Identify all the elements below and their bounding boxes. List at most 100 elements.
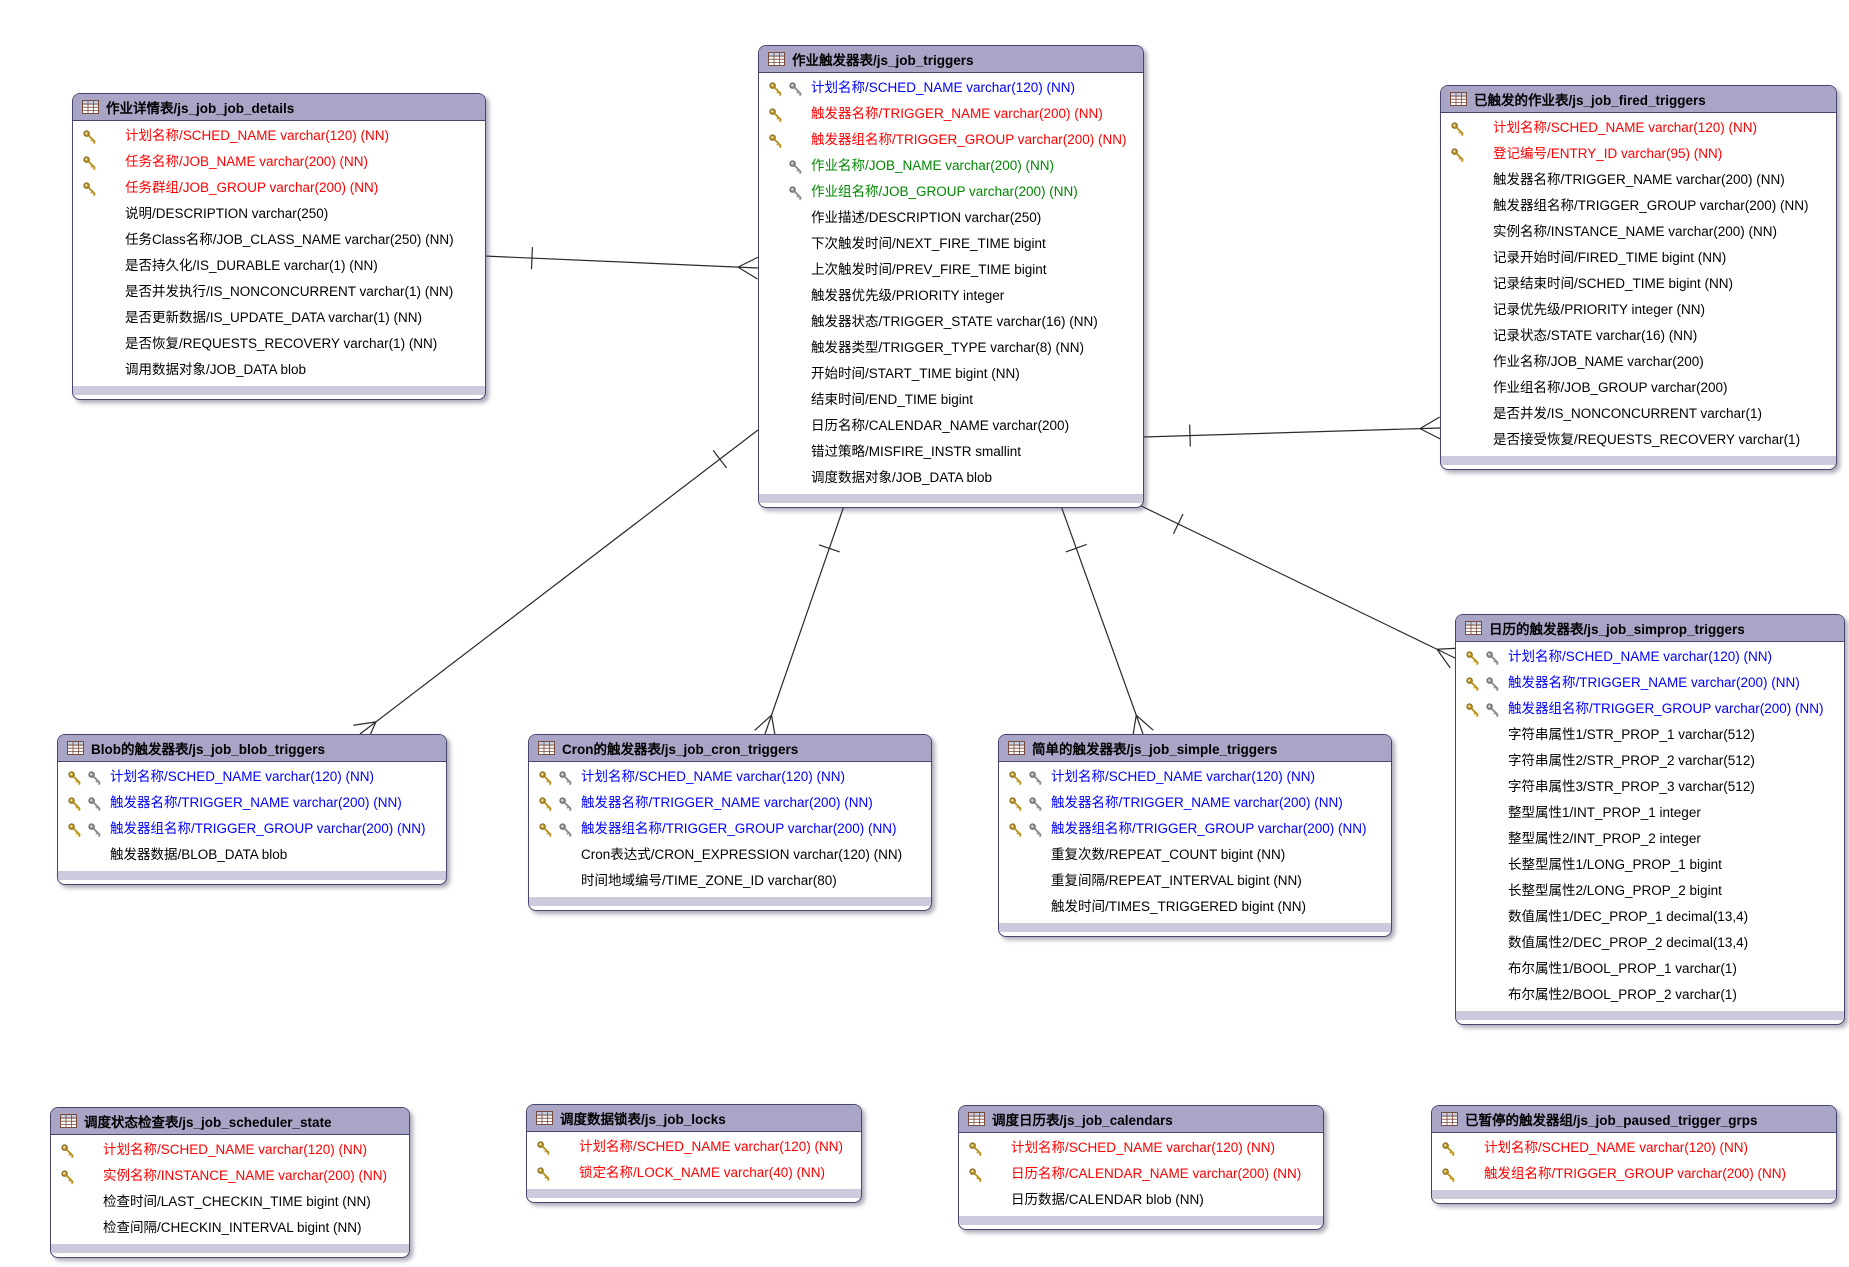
- column-row: 作业描述/DESCRIPTION varchar(250): [759, 205, 1143, 231]
- column-row: 布尔属性2/BOOL_PROP_2 varchar(1): [1456, 982, 1844, 1008]
- column-row: 日历名称/CALENDAR_NAME varchar(200) (NN): [959, 1161, 1323, 1187]
- relation-js_job_triggers-to-js_job_blob_triggers: [353, 429, 759, 743]
- table-header[interactable]: Blob的触发器表/js_job_blob_triggers: [58, 735, 446, 762]
- primary-key-icon: [1441, 1140, 1457, 1161]
- foreign-key-icon: [558, 821, 574, 842]
- table-title: 调度状态检查表/js_job_scheduler_state: [84, 1115, 332, 1130]
- foreign-key-icon: [788, 158, 804, 179]
- table-footer-strip: [1441, 456, 1836, 465]
- entity-table-js_job_simple_triggers[interactable]: 简单的触发器表/js_job_simple_triggers 计划名称/SCHED…: [998, 734, 1392, 937]
- table-header[interactable]: 简单的触发器表/js_job_simple_triggers: [999, 735, 1391, 762]
- table-columns: 计划名称/SCHED_NAME varchar(120) (NN)登记编号/EN…: [1441, 113, 1836, 453]
- column-definition: 布尔属性1/BOOL_PROP_1 varchar(1): [1508, 961, 1737, 976]
- column-row: 触发时间/TIMES_TRIGGERED bigint (NN): [999, 894, 1391, 920]
- primary-key-icon: [1008, 821, 1024, 842]
- table-header[interactable]: Cron的触发器表/js_job_cron_triggers: [529, 735, 931, 762]
- column-row: 重复次数/REPEAT_COUNT bigint (NN): [999, 842, 1391, 868]
- column-definition: 计划名称/SCHED_NAME varchar(120) (NN): [811, 80, 1076, 95]
- entity-table-js_job_simprop_triggers[interactable]: 日历的触发器表/js_job_simprop_triggers 计划名称/SCHE…: [1455, 614, 1845, 1025]
- table-footer-strip: [1432, 1190, 1836, 1199]
- table-title: 简单的触发器表/js_job_simple_triggers: [1032, 742, 1278, 757]
- column-row: 触发器组名称/TRIGGER_GROUP varchar(200) (NN): [1456, 696, 1844, 722]
- column-row: 触发器组名称/TRIGGER_GROUP varchar(200) (NN): [1441, 193, 1836, 219]
- column-definition: 作业描述/DESCRIPTION varchar(250): [811, 210, 1042, 225]
- column-row: 作业名称/JOB_NAME varchar(200) (NN): [759, 153, 1143, 179]
- entity-table-js_job_triggers[interactable]: 作业触发器表/js_job_triggers 计划名称/SCHED_NAME va…: [758, 45, 1144, 508]
- column-definition: 触发器数据/BLOB_DATA blob: [110, 847, 288, 862]
- table-columns: 计划名称/SCHED_NAME varchar(120) (NN)日历名称/CA…: [959, 1133, 1323, 1213]
- column-definition: 作业名称/JOB_NAME varchar(200): [1493, 354, 1704, 369]
- column-definition: 计划名称/SCHED_NAME varchar(120) (NN): [1051, 769, 1316, 784]
- foreign-key-icon: [1028, 821, 1044, 842]
- entity-table-js_job_locks[interactable]: 调度数据锁表/js_job_locks 计划名称/SCHED_NAME varch…: [526, 1104, 862, 1203]
- column-definition: 实例名称/INSTANCE_NAME varchar(200) (NN): [1493, 224, 1778, 239]
- column-row: 是否接受恢复/REQUESTS_RECOVERY varchar(1): [1441, 427, 1836, 453]
- foreign-key-icon: [1485, 649, 1501, 670]
- column-definition: 计划名称/SCHED_NAME varchar(120) (NN): [579, 1139, 844, 1154]
- table-header[interactable]: 调度数据锁表/js_job_locks: [527, 1105, 861, 1132]
- foreign-key-icon: [1485, 675, 1501, 696]
- column-row: 记录结束时间/SCHED_TIME bigint (NN): [1441, 271, 1836, 297]
- column-definition: 日历名称/CALENDAR_NAME varchar(200): [811, 418, 1070, 433]
- primary-key-icon: [968, 1166, 984, 1187]
- column-definition: 计划名称/SCHED_NAME varchar(120) (NN): [1508, 649, 1773, 664]
- table-icon: [67, 741, 84, 755]
- column-definition: 长整型属性2/LONG_PROP_2 bigint: [1508, 883, 1722, 898]
- table-header[interactable]: 已暂停的触发器组/js_job_paused_trigger_grps: [1432, 1106, 1836, 1133]
- foreign-key-icon: [1028, 769, 1044, 790]
- column-row: Cron表达式/CRON_EXPRESSION varchar(120) (NN…: [529, 842, 931, 868]
- table-columns: 计划名称/SCHED_NAME varchar(120) (NN)触发组名称/T…: [1432, 1133, 1836, 1187]
- column-definition: 是否持久化/IS_DURABLE varchar(1) (NN): [125, 258, 378, 273]
- table-columns: 计划名称/SCHED_NAME varchar(120) (NN)实例名称/IN…: [51, 1135, 409, 1241]
- table-header[interactable]: 日历的触发器表/js_job_simprop_triggers: [1456, 615, 1844, 642]
- table-columns: 计划名称/SCHED_NAME varchar(120) (NN)触发器名称/T…: [999, 762, 1391, 920]
- table-header[interactable]: 调度日历表/js_job_calendars: [959, 1106, 1323, 1133]
- column-definition: 触发器名称/TRIGGER_NAME varchar(200) (NN): [581, 795, 873, 810]
- column-row: 结束时间/END_TIME bigint: [759, 387, 1143, 413]
- column-row: 触发器类型/TRIGGER_TYPE varchar(8) (NN): [759, 335, 1143, 361]
- primary-key-icon: [1450, 146, 1466, 167]
- column-definition: 触发器组名称/TRIGGER_GROUP varchar(200) (NN): [1051, 821, 1367, 836]
- column-row: 计划名称/SCHED_NAME varchar(120) (NN): [527, 1134, 861, 1160]
- table-footer-strip: [999, 923, 1391, 932]
- primary-key-icon: [1465, 701, 1481, 722]
- table-icon: [60, 1114, 77, 1128]
- column-row: 是否并发执行/IS_NONCONCURRENT varchar(1) (NN): [73, 279, 485, 305]
- column-row: 触发器优先级/PRIORITY integer: [759, 283, 1143, 309]
- column-row: 长整型属性2/LONG_PROP_2 bigint: [1456, 878, 1844, 904]
- column-row: 是否恢复/REQUESTS_RECOVERY varchar(1) (NN): [73, 331, 485, 357]
- column-row: 检查时间/LAST_CHECKIN_TIME bigint (NN): [51, 1189, 409, 1215]
- column-row: 作业组名称/JOB_GROUP varchar(200) (NN): [759, 179, 1143, 205]
- table-header[interactable]: 已触发的作业表/js_job_fired_triggers: [1441, 86, 1836, 113]
- table-header[interactable]: 调度状态检查表/js_job_scheduler_state: [51, 1108, 409, 1135]
- column-definition: 记录优先级/PRIORITY integer (NN): [1493, 302, 1706, 317]
- column-definition: 记录开始时间/FIRED_TIME bigint (NN): [1493, 250, 1727, 265]
- column-row: 计划名称/SCHED_NAME varchar(120) (NN): [529, 764, 931, 790]
- primary-key-icon: [67, 769, 83, 790]
- column-row: 计划名称/SCHED_NAME varchar(120) (NN): [58, 764, 446, 790]
- table-icon: [538, 741, 555, 755]
- table-header[interactable]: 作业触发器表/js_job_triggers: [759, 46, 1143, 73]
- column-row: 说明/DESCRIPTION varchar(250): [73, 201, 485, 227]
- column-definition: 触发器名称/TRIGGER_NAME varchar(200) (NN): [1493, 172, 1785, 187]
- column-row: 布尔属性1/BOOL_PROP_1 varchar(1): [1456, 956, 1844, 982]
- primary-key-icon: [60, 1168, 76, 1189]
- table-header[interactable]: 作业详情表/js_job_job_details: [73, 94, 485, 121]
- column-row: 检查间隔/CHECKIN_INTERVAL bigint (NN): [51, 1215, 409, 1241]
- table-icon: [1465, 621, 1482, 635]
- entity-table-js_job_scheduler_state[interactable]: 调度状态检查表/js_job_scheduler_state 计划名称/SCHED…: [50, 1107, 410, 1258]
- column-row: 上次触发时间/PREV_FIRE_TIME bigint: [759, 257, 1143, 283]
- relation-js_job_job_details-to-js_job_triggers: [483, 247, 759, 280]
- column-row: 触发器组名称/TRIGGER_GROUP varchar(200) (NN): [759, 127, 1143, 153]
- table-columns: 计划名称/SCHED_NAME varchar(120) (NN)任务名称/JO…: [73, 121, 485, 383]
- column-definition: 锁定名称/LOCK_NAME varchar(40) (NN): [579, 1165, 826, 1180]
- column-definition: 字符串属性1/STR_PROP_1 varchar(512): [1508, 727, 1755, 742]
- column-definition: 触发器名称/TRIGGER_NAME varchar(200) (NN): [110, 795, 402, 810]
